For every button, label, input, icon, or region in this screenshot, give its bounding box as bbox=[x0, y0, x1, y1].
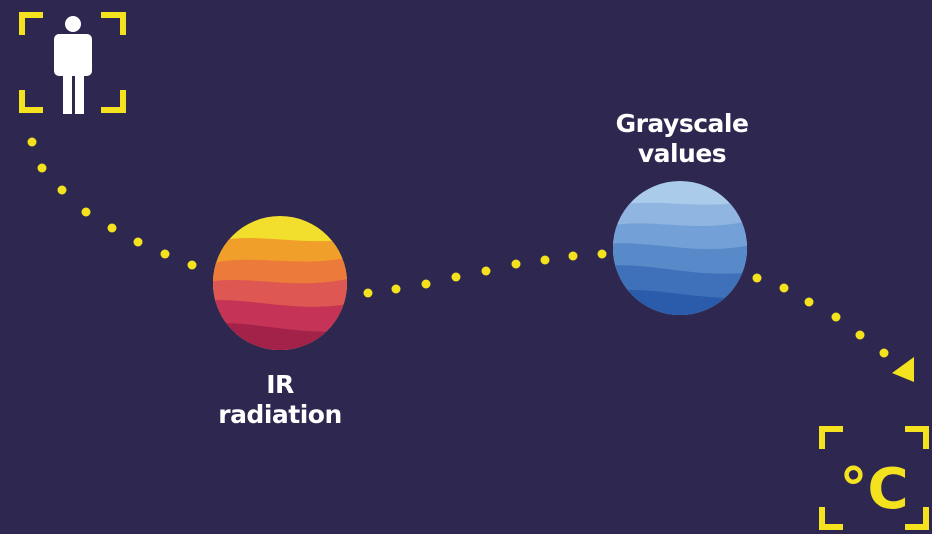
path-dot bbox=[421, 279, 431, 289]
grayscale-label-line-1: Grayscale bbox=[615, 109, 749, 138]
celsius-icon: °C bbox=[839, 457, 908, 522]
grayscale-label-line-2: values bbox=[637, 139, 727, 168]
path-dot bbox=[779, 283, 789, 293]
person-viewfinder bbox=[19, 12, 126, 113]
path-dot bbox=[57, 185, 67, 195]
path-dot bbox=[804, 297, 814, 307]
ir-label-line-1: IR bbox=[266, 370, 294, 399]
path-dot bbox=[879, 348, 889, 358]
dotted-path bbox=[27, 137, 889, 358]
path-dot bbox=[540, 255, 550, 265]
cool-sphere-icon bbox=[613, 181, 747, 315]
ir-radiation-label: IR radiation bbox=[180, 370, 380, 430]
path-dot bbox=[855, 330, 865, 340]
path-dot bbox=[511, 259, 521, 269]
path-dot bbox=[363, 288, 373, 298]
path-dot bbox=[752, 273, 762, 283]
path-dot bbox=[81, 207, 91, 217]
path-dot bbox=[27, 137, 37, 147]
path-dot bbox=[160, 249, 170, 259]
path-dot bbox=[481, 266, 491, 276]
path-dot bbox=[37, 163, 47, 173]
warm-sphere-icon bbox=[213, 216, 347, 350]
arrow-head-icon bbox=[892, 357, 914, 382]
path-dot bbox=[187, 260, 197, 270]
path-dot bbox=[133, 237, 143, 247]
path-dot bbox=[831, 312, 841, 322]
path-dot bbox=[568, 251, 578, 261]
path-dot bbox=[597, 249, 607, 259]
path-dot bbox=[107, 223, 117, 233]
grayscale-values-label: Grayscale values bbox=[582, 109, 782, 169]
sphere-band bbox=[613, 289, 747, 315]
celsius-viewfinder bbox=[819, 426, 929, 530]
path-dot bbox=[451, 272, 461, 282]
path-dot bbox=[391, 284, 401, 294]
person-icon bbox=[54, 16, 92, 114]
ir-label-line-2: radiation bbox=[218, 400, 342, 429]
